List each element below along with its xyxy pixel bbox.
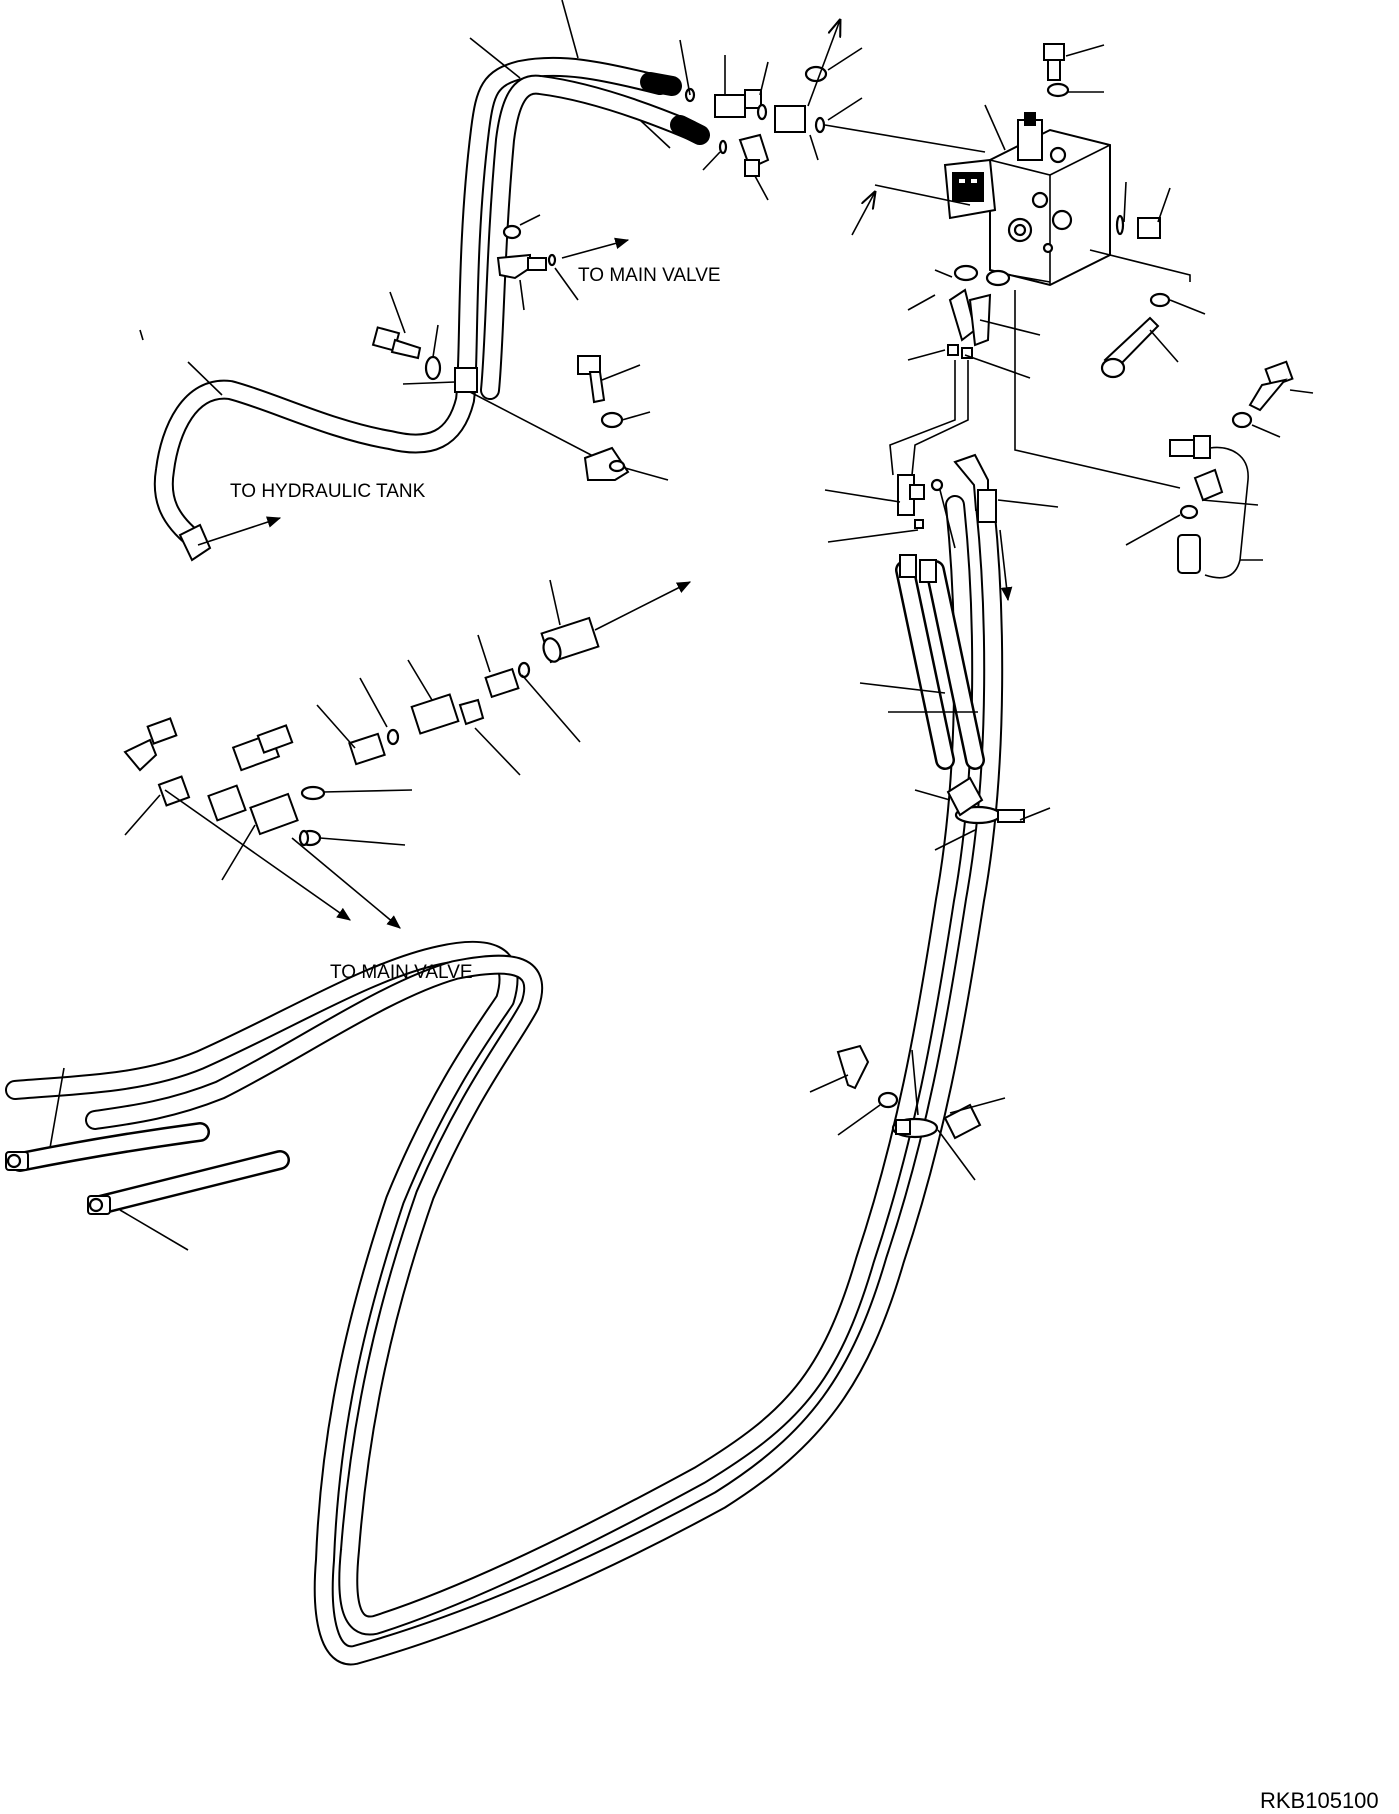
hose-clamp-lower xyxy=(836,1044,982,1140)
valve-side-plug xyxy=(1115,181,1171,239)
valve-top-bolt xyxy=(1043,43,1105,98)
left-fitting-cluster xyxy=(123,717,413,929)
drawing-code: RKB105100 xyxy=(1260,1788,1379,1813)
middle-fitting-chain xyxy=(316,579,692,776)
long-hose-loop xyxy=(5,495,1004,1666)
label-to-main-valve-mid: TO MAIN VALVE xyxy=(330,962,473,983)
bolt-center xyxy=(577,355,651,429)
dark-hose-pair xyxy=(10,560,985,1215)
bolt-left-washer xyxy=(371,291,456,385)
top-center-fittings xyxy=(679,20,986,201)
pressure-switch xyxy=(1014,290,1263,579)
upper-left-hose xyxy=(153,56,710,562)
clamp-upper-left xyxy=(454,367,669,481)
label-to-main-valve-top: TO MAIN VALVE xyxy=(578,265,721,286)
flow-arrows xyxy=(197,184,1013,602)
tee-fittings-mid xyxy=(824,453,1059,583)
elbow-to-main-valve-top xyxy=(496,214,630,311)
label-to-hydraulic-tank: TO HYDRAULIC TANK xyxy=(230,481,426,502)
leader-lines xyxy=(49,0,1051,1251)
valve-block xyxy=(943,112,1111,287)
bolt-far-right xyxy=(1231,360,1314,438)
hose-end-fittings-left xyxy=(5,1151,111,1215)
elbow-fittings-under-valve xyxy=(889,264,1051,476)
hose-clamp-middle xyxy=(946,776,1025,825)
bolt-right xyxy=(1089,249,1206,379)
